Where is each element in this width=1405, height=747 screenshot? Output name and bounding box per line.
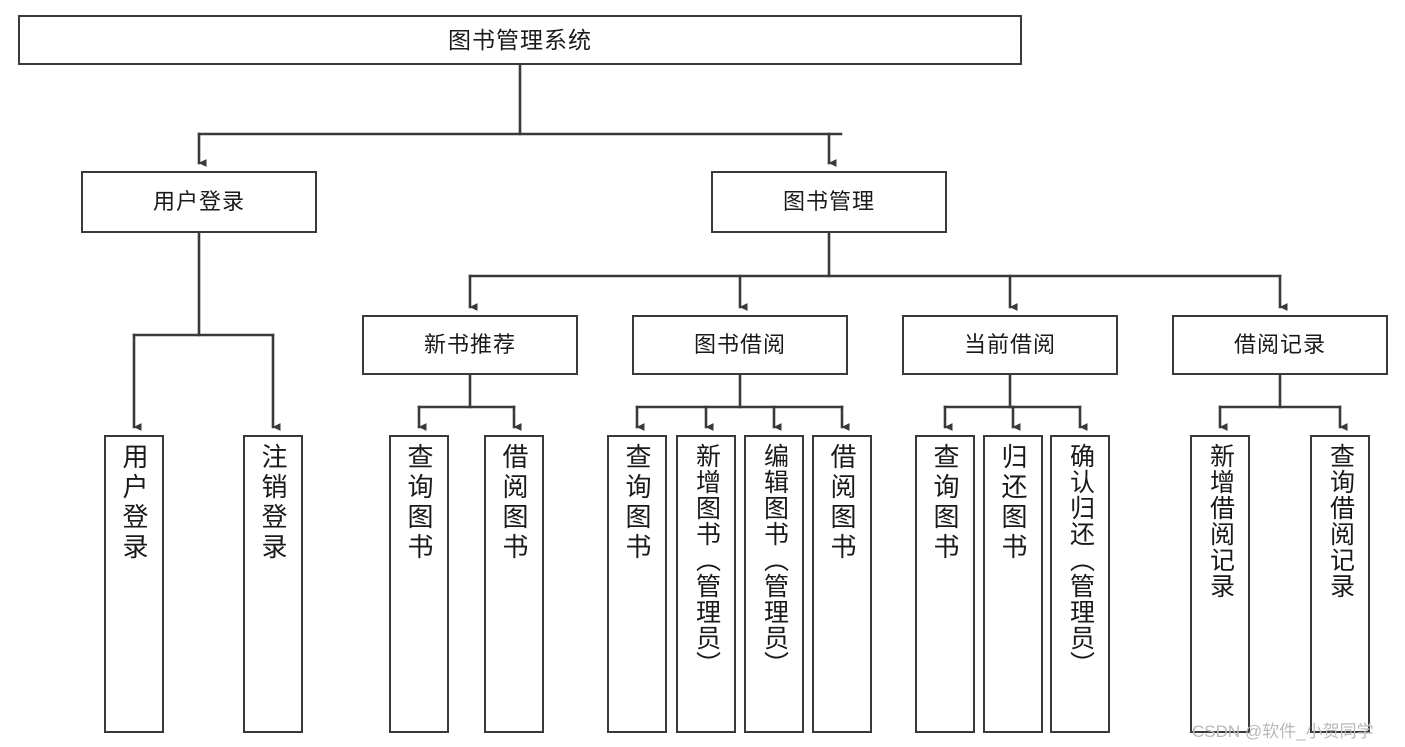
leaf-add-book-label: 新增图书（管理员） [692,443,721,677]
leaf-edit-book-label: 编辑图书（管理员） [760,443,789,677]
leaf-query-book-3[interactable]: 查询图书 [915,435,975,733]
leaf-query-record-label: 查询借阅记录 [1326,443,1355,599]
node-book-borrow[interactable]: 图书借阅 [632,315,848,375]
leaf-user-login-label: 用户登录 [119,443,149,563]
node-current-borrow-label: 当前借阅 [963,332,1056,358]
leaf-user-login[interactable]: 用户登录 [104,435,164,733]
leaf-logout-login[interactable]: 注销登录 [243,435,303,733]
node-book-management[interactable]: 图书管理 [711,171,947,233]
leaf-borrow-book-2-label: 借阅图书 [827,443,857,563]
node-root-label: 图书管理系统 [448,26,592,53]
node-current-borrow[interactable]: 当前借阅 [902,315,1118,375]
leaf-confirm-return-label: 确认归还（管理员） [1066,443,1095,677]
node-user-login[interactable]: 用户登录 [81,171,317,233]
csdn-watermark: CSDN @软件_小贺同学 [1192,722,1374,741]
leaf-edit-book[interactable]: 编辑图书（管理员） [744,435,804,733]
leaf-query-book-2-label: 查询图书 [622,443,652,563]
node-borrow-record-label: 借阅记录 [1233,332,1326,358]
leaf-borrow-book-1-label: 借阅图书 [499,443,529,563]
leaf-confirm-return[interactable]: 确认归还（管理员） [1050,435,1110,733]
node-user-login-label: 用户登录 [152,189,245,215]
node-root-system[interactable]: 图书管理系统 [18,15,1022,65]
node-book-management-label: 图书管理 [782,189,875,215]
leaf-return-book-label: 归还图书 [998,443,1028,563]
leaf-query-book-2[interactable]: 查询图书 [607,435,667,733]
leaf-logout-login-label: 注销登录 [258,443,288,563]
leaf-query-record[interactable]: 查询借阅记录 [1310,435,1370,733]
leaf-borrow-book-1[interactable]: 借阅图书 [484,435,544,733]
node-new-book-recommend[interactable]: 新书推荐 [362,315,578,375]
node-book-borrow-label: 图书借阅 [693,332,786,358]
leaf-borrow-book-2[interactable]: 借阅图书 [812,435,872,733]
leaf-add-record[interactable]: 新增借阅记录 [1190,435,1250,733]
leaf-query-book-1[interactable]: 查询图书 [389,435,449,733]
leaf-add-book[interactable]: 新增图书（管理员） [676,435,736,733]
leaf-query-book-3-label: 查询图书 [930,443,960,563]
node-borrow-record[interactable]: 借阅记录 [1172,315,1388,375]
node-new-book-recommend-label: 新书推荐 [423,332,516,358]
leaf-return-book[interactable]: 归还图书 [983,435,1043,733]
leaf-query-book-1-label: 查询图书 [404,443,434,563]
leaf-add-record-label: 新增借阅记录 [1206,443,1235,599]
